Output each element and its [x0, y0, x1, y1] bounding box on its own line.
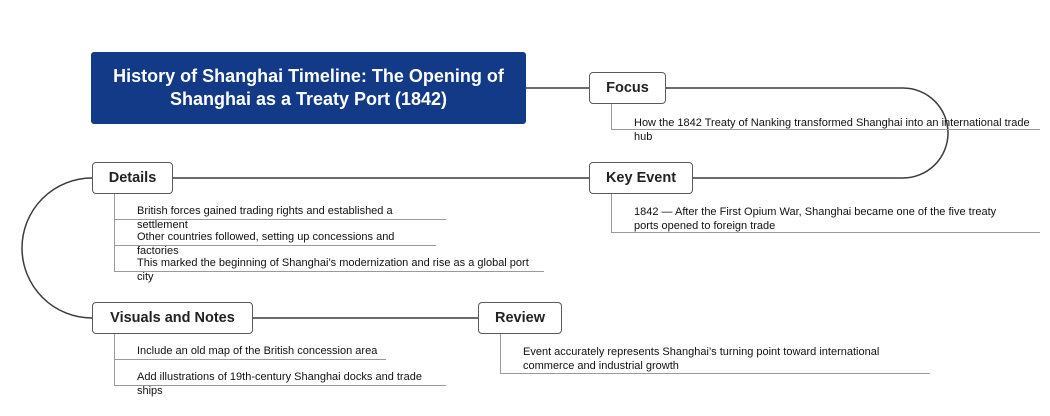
- visuals-item[interactable]: Add illustrations of 19th-century Shangh…: [114, 360, 446, 397]
- details-node[interactable]: Details: [92, 162, 173, 194]
- focus-item[interactable]: How the 1842 Treaty of Nanking transform…: [611, 104, 1040, 143]
- focus-node-label: Focus: [606, 80, 649, 96]
- key-event-item[interactable]: 1842 — After the First Opium War, Shangh…: [611, 194, 1040, 233]
- details-item-text: This marked the beginning of Shanghai’s …: [137, 257, 529, 283]
- central-topic-title[interactable]: History of Shanghai Timeline: The Openin…: [91, 52, 526, 124]
- details-item[interactable]: Other countries followed, setting up con…: [114, 220, 436, 257]
- details-item-text: British forces gained trading rights and…: [137, 205, 393, 231]
- details-item[interactable]: British forces gained trading rights and…: [114, 194, 446, 231]
- key-event-node[interactable]: Key Event: [589, 162, 693, 194]
- visuals-item-text: Include an old map of the British conces…: [137, 345, 378, 357]
- visuals-item-text: Add illustrations of 19th-century Shangh…: [137, 371, 422, 397]
- visuals-item[interactable]: Include an old map of the British conces…: [114, 334, 386, 360]
- review-item-text: Event accurately represents Shanghai’s t…: [523, 346, 880, 372]
- focus-to-key-event-line: [666, 87, 949, 179]
- visuals-and-notes-node[interactable]: Visuals and Notes: [92, 302, 253, 334]
- details-item-text: Other countries followed, setting up con…: [137, 231, 395, 257]
- details-to-visuals-line: [21, 177, 93, 319]
- focus-item-text: How the 1842 Treaty of Nanking transform…: [634, 117, 1030, 143]
- details-item[interactable]: This marked the beginning of Shanghai’s …: [114, 246, 544, 283]
- focus-node[interactable]: Focus: [589, 72, 666, 104]
- details-node-label: Details: [108, 170, 157, 186]
- key-event-item-text: 1842 — After the First Opium War, Shangh…: [634, 206, 997, 232]
- visuals-and-notes-node-label: Visuals and Notes: [110, 310, 235, 326]
- review-node[interactable]: Review: [478, 302, 562, 334]
- review-item[interactable]: Event accurately represents Shanghai’s t…: [500, 334, 930, 374]
- key-event-node-label: Key Event: [605, 170, 677, 186]
- review-node-label: Review: [495, 310, 545, 326]
